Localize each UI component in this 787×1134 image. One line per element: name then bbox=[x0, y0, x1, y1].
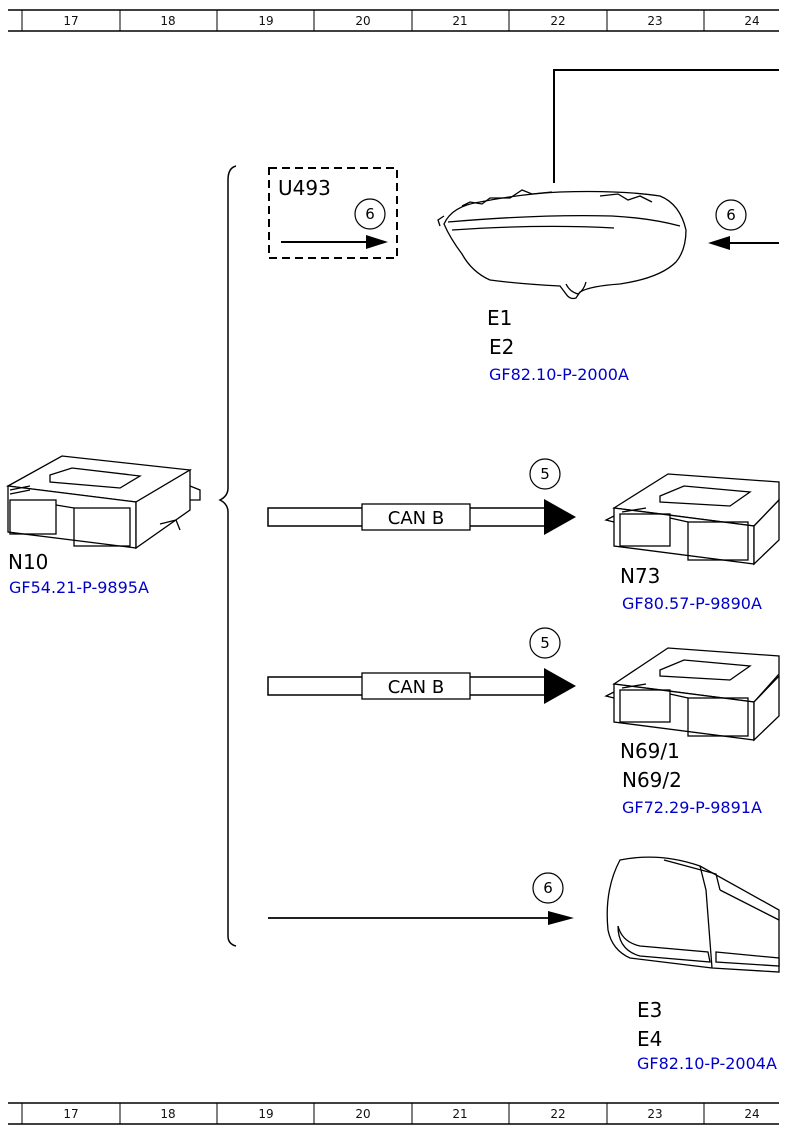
grid-label-top: 18 bbox=[160, 14, 175, 28]
headlamp-marker: 6 bbox=[726, 206, 736, 224]
grid-label-bottom: 19 bbox=[258, 1107, 273, 1121]
n10-label: N10 bbox=[8, 550, 48, 574]
n73-marker: 5 bbox=[540, 465, 550, 483]
can-bus-label: CAN B bbox=[388, 677, 444, 698]
arrow-head-icon bbox=[708, 236, 730, 250]
n69-control-unit-icon[interactable] bbox=[604, 647, 780, 742]
taillamp-connection: 6 bbox=[268, 872, 574, 925]
grid-label-top: 21 bbox=[452, 14, 467, 28]
can-b-connection-n69: CAN B 5 bbox=[267, 627, 576, 704]
headlamp-ref-link[interactable]: GF82.10-P-2000A bbox=[489, 365, 629, 384]
top-grid-bar: 17 18 19 20 21 22 23 24 bbox=[8, 9, 779, 32]
grid-label-top: 23 bbox=[647, 14, 662, 28]
n69-label-2: N69/2 bbox=[622, 768, 682, 792]
n73-control-unit-icon[interactable] bbox=[604, 473, 780, 566]
headlamp-icon[interactable] bbox=[437, 189, 687, 300]
u493-marker: 6 bbox=[365, 205, 375, 223]
n69-ref-link[interactable]: GF72.29-P-9891A bbox=[622, 798, 762, 817]
arrow-head-icon bbox=[366, 235, 388, 249]
grid-label-top: 19 bbox=[258, 14, 273, 28]
u493-block[interactable]: U493 6 bbox=[268, 167, 398, 259]
n73-ref-link[interactable]: GF80.57-P-9890A bbox=[622, 594, 762, 613]
n10-control-unit-icon[interactable] bbox=[5, 455, 201, 550]
can-b-connection-n73: CAN B 5 bbox=[267, 458, 576, 535]
taillamp-marker: 6 bbox=[543, 879, 553, 897]
headlamp-input: 6 bbox=[708, 199, 779, 250]
grid-label-bottom: 23 bbox=[647, 1107, 662, 1121]
grid-label-bottom: 20 bbox=[355, 1107, 370, 1121]
grid-label-bottom: 24 bbox=[744, 1107, 759, 1121]
n69-label-1: N69/1 bbox=[620, 739, 680, 763]
grid-label-top: 17 bbox=[63, 14, 78, 28]
taillamp-ref-link[interactable]: GF82.10-P-2004A bbox=[637, 1054, 777, 1073]
arrow-head-icon bbox=[544, 499, 576, 535]
grid-label-bottom: 22 bbox=[550, 1107, 565, 1121]
bottom-grid-bar: 17 18 19 20 21 22 23 24 bbox=[8, 1102, 779, 1125]
n73-label: N73 bbox=[620, 564, 660, 588]
grid-label-bottom: 17 bbox=[63, 1107, 78, 1121]
headlamp-label-1: E1 bbox=[487, 306, 512, 330]
grid-label-top: 22 bbox=[550, 14, 565, 28]
grid-label-top: 24 bbox=[744, 14, 759, 28]
u493-label: U493 bbox=[278, 176, 331, 200]
taillamp-label-1: E3 bbox=[637, 998, 662, 1022]
arrow-head-icon bbox=[544, 668, 576, 704]
n69-marker: 5 bbox=[540, 634, 550, 652]
taillamp-icon[interactable] bbox=[606, 856, 780, 973]
grid-label-bottom: 21 bbox=[452, 1107, 467, 1121]
group-brace bbox=[218, 165, 237, 947]
headlamp-connection-line bbox=[553, 69, 779, 183]
can-bus-label: CAN B bbox=[388, 508, 444, 529]
grid-label-top: 20 bbox=[355, 14, 370, 28]
headlamp-label-2: E2 bbox=[489, 335, 514, 359]
n10-ref-link[interactable]: GF54.21-P-9895A bbox=[9, 578, 149, 597]
grid-label-bottom: 18 bbox=[160, 1107, 175, 1121]
taillamp-label-2: E4 bbox=[637, 1027, 662, 1051]
arrow-head-icon bbox=[548, 911, 574, 925]
